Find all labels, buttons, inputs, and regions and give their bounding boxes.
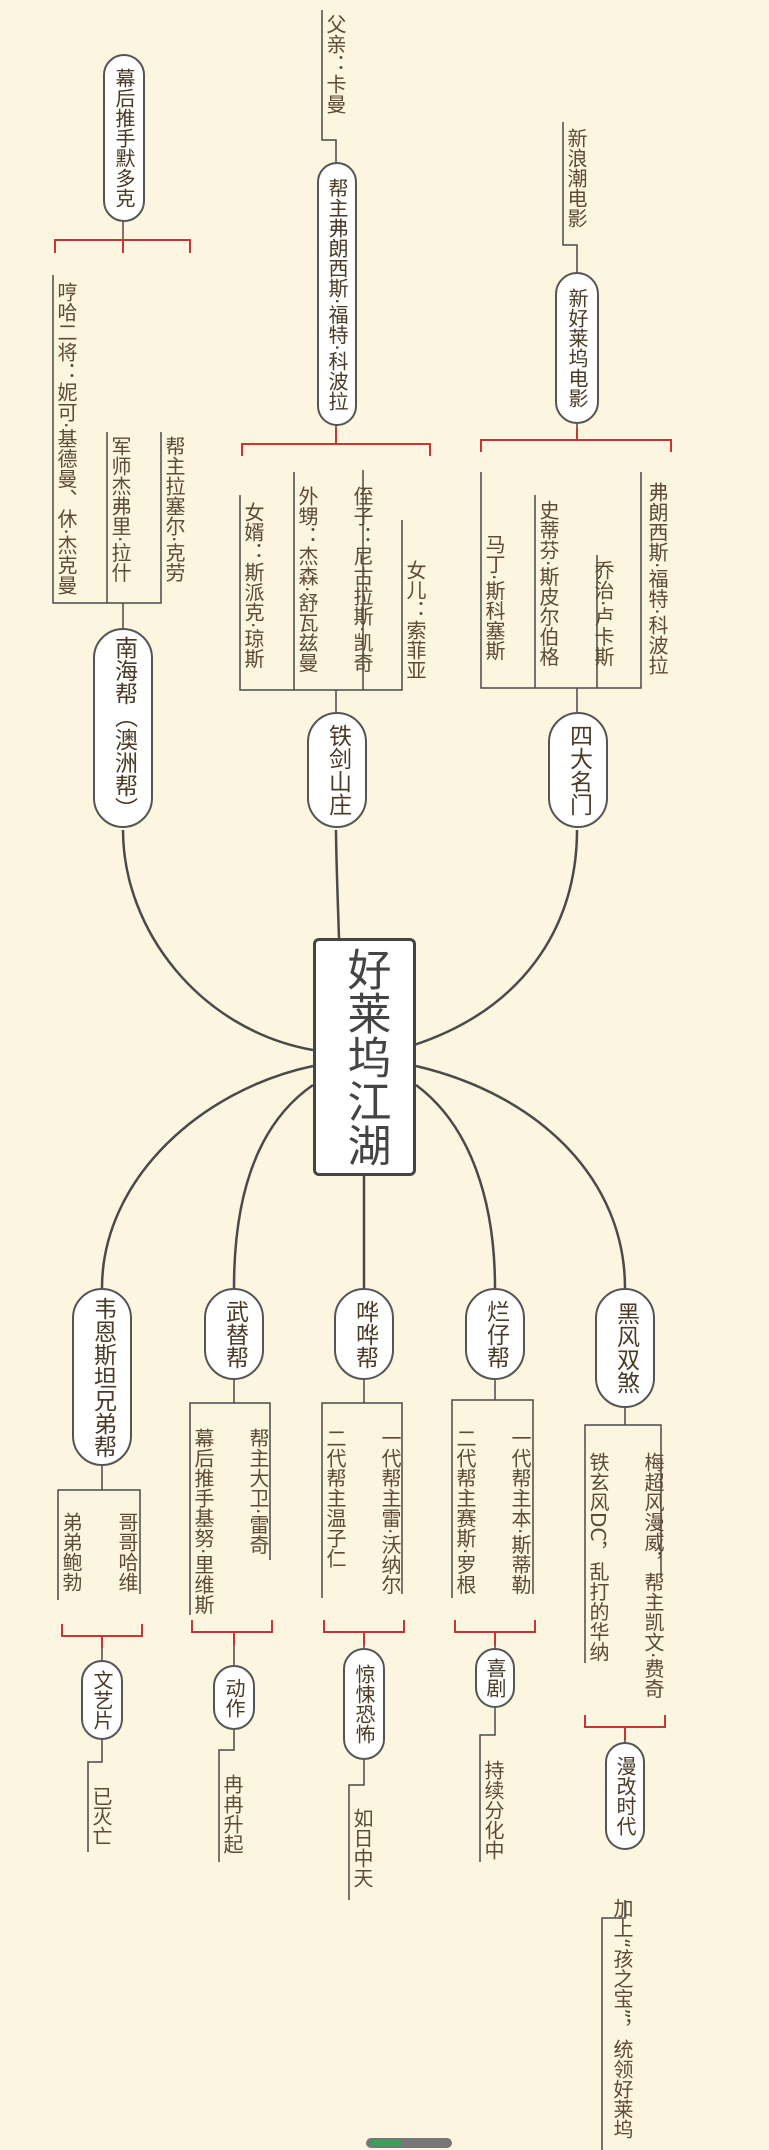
member-huatou-1: 一代帮主雷·沃纳尔 — [378, 1428, 402, 1595]
branch-huatou-label: 哗哗帮 — [351, 1299, 378, 1369]
sub-lanzai-label: 喜剧 — [483, 1658, 507, 1698]
note-wuti: 冉冉升起 — [220, 1774, 244, 1854]
sub-weien-label: 文艺片 — [90, 1670, 114, 1730]
note-sida: 新浪潮电影 — [564, 128, 588, 228]
member-sida-1: 弗朗西斯·福特·科波拉 — [645, 482, 669, 675]
sub-wuti-label: 动作 — [222, 1677, 246, 1718]
branch-tiejian-label: 铁剑山庄 — [324, 724, 351, 816]
member-wuti-2: 幕后推手基努·里维斯 — [191, 1428, 215, 1615]
central-topic[interactable]: 好莱坞江湖 — [313, 938, 416, 1176]
member-nanhai-3: 哼哈二将：妮可·基德曼、休·杰克曼 — [54, 282, 78, 595]
sub-huatou[interactable]: 惊悚恐怖 — [343, 1648, 385, 1760]
member-lanzai-1: 一代帮主本·斯蒂勒 — [508, 1428, 532, 1595]
scrollbar-thumb[interactable] — [370, 2140, 402, 2146]
sub-nanhai-label: 幕后推手默多克 — [112, 68, 136, 208]
member-weien-1: 哥哥哈维 — [115, 1512, 139, 1592]
member-sida-4: 马丁·斯科塞斯 — [482, 534, 506, 661]
sub-heifeng-label: 漫改时代 — [613, 1756, 637, 1836]
horizontal-scrollbar[interactable] — [366, 2138, 452, 2148]
branch-heifeng[interactable]: 黑风双煞 — [595, 1288, 655, 1408]
sub-sida[interactable]: 新好莱坞电影 — [555, 272, 599, 424]
branch-sida[interactable]: 四大名门 — [548, 712, 608, 828]
branch-nanhai-label: 南海帮（澳洲帮） — [110, 636, 137, 820]
sub-huatou-label: 惊悚恐怖 — [352, 1664, 376, 1744]
member-lanzai-2: 二代帮主赛斯·罗根 — [453, 1428, 477, 1595]
note-huatou: 如日中天 — [350, 1808, 374, 1888]
member-nanhai-1: 帮主拉塞尔·克劳 — [162, 436, 186, 583]
member-tiejian-4: 女婿：斯派克·琼斯 — [241, 502, 265, 669]
branch-lanzai-label: 烂仔帮 — [482, 1299, 509, 1369]
member-tiejian-3: 外甥：杰森·舒瓦兹曼 — [295, 486, 319, 673]
sub-tiejian[interactable]: 帮主弗朗西斯·福特·科波拉 — [317, 162, 357, 426]
branch-huatou[interactable]: 哗哗帮 — [334, 1288, 394, 1380]
sub-sida-label: 新好莱坞电影 — [565, 288, 589, 408]
branch-weien-label: 韦恩斯坦兄弟帮 — [89, 1296, 116, 1458]
branch-sida-label: 四大名门 — [565, 724, 592, 816]
sub-tiejian-label: 帮主弗朗西斯·福特·科波拉 — [325, 177, 349, 411]
sub-wuti[interactable]: 动作 — [213, 1665, 255, 1730]
sub-heifeng[interactable]: 漫改时代 — [605, 1742, 645, 1850]
member-heifeng-1: 梅超风漫威，帮主凯文·费奇 — [641, 1452, 665, 1699]
member-huatou-2: 二代帮主温子仁 — [323, 1428, 347, 1568]
note-tiejian: 父亲：卡曼 — [323, 14, 347, 114]
member-sida-2: 乔治·卢卡斯 — [591, 560, 615, 667]
sub-lanzai[interactable]: 喜剧 — [475, 1648, 515, 1708]
branch-wuti[interactable]: 武替帮 — [204, 1288, 264, 1380]
branch-weien[interactable]: 韦恩斯坦兄弟帮 — [72, 1288, 132, 1466]
member-nanhai-2: 军师杰弗里·拉什 — [108, 436, 132, 583]
note-lanzai: 持续分化中 — [481, 1760, 505, 1860]
member-tiejian-1: 女儿：索菲亚 — [403, 560, 427, 680]
note-heifeng: 加上“孩之宝”，统领好莱坞 — [610, 1898, 634, 2139]
branch-lanzai[interactable]: 烂仔帮 — [465, 1288, 525, 1380]
member-sida-3: 史蒂芬·斯皮尔伯格 — [536, 500, 560, 667]
sub-weien[interactable]: 文艺片 — [81, 1660, 123, 1740]
central-topic-label: 好莱坞江湖 — [339, 947, 391, 1167]
member-heifeng-2: 铁玄风DC，乱打的华纳 — [586, 1452, 610, 1662]
note-weien: 已灭亡 — [89, 1786, 113, 1846]
branch-wuti-label: 武替帮 — [221, 1299, 248, 1369]
branch-heifeng-label: 黑风双煞 — [612, 1302, 639, 1394]
member-wuti-1: 帮主大卫·雷奇 — [246, 1428, 270, 1555]
branch-tiejian[interactable]: 铁剑山庄 — [307, 712, 367, 828]
member-tiejian-2: 侄子：尼古拉斯·凯奇 — [350, 486, 374, 673]
member-weien-2: 弟弟鲍勃 — [59, 1512, 83, 1592]
sub-nanhai[interactable]: 幕后推手默多克 — [103, 54, 145, 222]
branch-nanhai[interactable]: 南海帮（澳洲帮） — [93, 628, 153, 828]
